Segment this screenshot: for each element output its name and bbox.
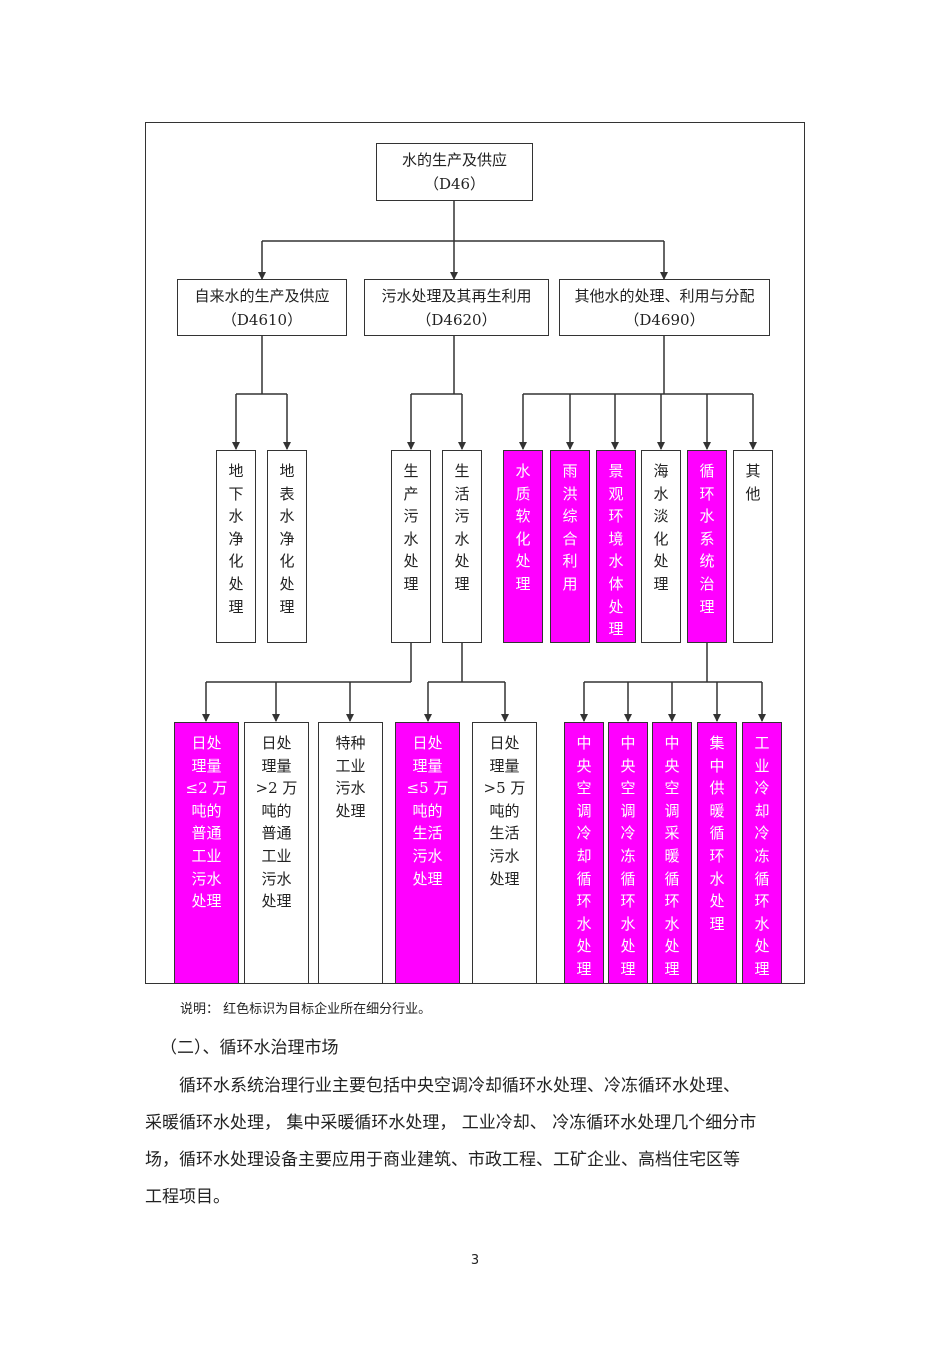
node-l3-domestic-sewage: 生 活 污 水 处 理 bbox=[442, 450, 482, 643]
node-root-code: （D46） bbox=[423, 175, 486, 193]
node-l3-landscape-water: 景 观 环 境 水 体 处 理 bbox=[596, 450, 636, 643]
node-l3-groundwater: 地 下 水 净 化 处 理 bbox=[216, 450, 256, 643]
node-d4620: 污水处理及其再生利用 （D4620） bbox=[364, 279, 549, 336]
node-l3-production-sewage: 生 产 污 水 处 理 bbox=[391, 450, 431, 643]
node-root-name: 水的生产及供应 bbox=[401, 151, 507, 169]
node-l4-central-ac-freezing: 中 央 空 调 冷 冻 循 环 水 处 理 bbox=[608, 722, 648, 984]
node-d4610: 自来水的生产及供应 （D4610） bbox=[177, 279, 347, 336]
node-l4-industrial-cooling: 工 业 冷 却 冷 冻 循 环 水 处 理 bbox=[742, 722, 782, 984]
paragraph-line: 循环水系统治理行业主要包括中央空调冷却循环水处理、冷冻循环水处理、 bbox=[179, 1076, 740, 1096]
section-heading: （二）、循环水治理市场 bbox=[160, 1038, 339, 1058]
node-d4620-name: 污水处理及其再生利用 bbox=[381, 286, 532, 305]
node-l4-domestic-large: 日处 理量 >5 万 吨的 生活 污水 处理 bbox=[472, 722, 537, 984]
node-d4690-code: （D4690） bbox=[624, 310, 705, 329]
paragraph-line: 场，循环水处理设备主要应用于商业建筑、市政工程、工矿企业、高档住宅区等 bbox=[145, 1150, 740, 1170]
diagram-note: 说明： 红色标识为目标企业所在细分行业。 bbox=[180, 1002, 432, 1017]
node-l4-central-heating: 集 中 供 暖 循 环 水 处 理 bbox=[697, 722, 737, 984]
paragraph-line: 工程项目。 bbox=[145, 1187, 230, 1207]
node-l4-special-industrial: 特种 工业 污水 处理 bbox=[318, 722, 383, 984]
paragraph-line: 采暖循环水处理， 集中采暖循环水处理， 工业冷却、 冷冻循环水处理几个细分市 bbox=[145, 1113, 757, 1133]
node-l4-central-ac-heating: 中 央 空 调 采 暖 循 环 水 处 理 bbox=[652, 722, 692, 984]
node-l4-central-ac-cooling: 中 央 空 调 冷 却 循 环 水 处 理 bbox=[564, 722, 604, 984]
node-d4620-code: （D4620） bbox=[416, 310, 497, 329]
node-l4-domestic-small: 日处 理量 ≤5 万 吨的 生活 污水 处理 bbox=[395, 722, 460, 984]
node-l4-industrial-large: 日处 理量 >2 万 吨的 普通 工业 污水 处理 bbox=[244, 722, 309, 984]
node-l3-stormwater: 雨 洪 综 合 利 用 bbox=[550, 450, 590, 643]
node-l3-surfacewater: 地 表 水 净 化 处 理 bbox=[267, 450, 307, 643]
node-d4690-name: 其他水的处理、利用与分配 bbox=[574, 286, 755, 305]
node-d4690: 其他水的处理、利用与分配 （D4690） bbox=[559, 279, 770, 336]
page-number: 3 bbox=[470, 1253, 480, 1268]
node-d4610-code: （D4610） bbox=[221, 310, 303, 329]
node-l3-other: 其 他 bbox=[733, 450, 773, 643]
node-l4-industrial-small: 日处 理量 ≤2 万 吨的 普通 工业 污水 处理 bbox=[174, 722, 239, 984]
node-d4610-name: 自来水的生产及供应 bbox=[194, 286, 330, 305]
node-l3-water-softening: 水 质 软 化 处 理 bbox=[503, 450, 543, 643]
node-root: 水的生产及供应 （D46） bbox=[376, 143, 533, 201]
node-l3-circulating-water: 循 环 水 系 统 治 理 bbox=[687, 450, 727, 643]
body-paragraph: 循环水系统治理行业主要包括中央空调冷却循环水处理、冷冻循环水处理、 采暖循环水处… bbox=[145, 1068, 805, 1216]
node-l3-desalination: 海 水 淡 化 处 理 bbox=[641, 450, 681, 643]
